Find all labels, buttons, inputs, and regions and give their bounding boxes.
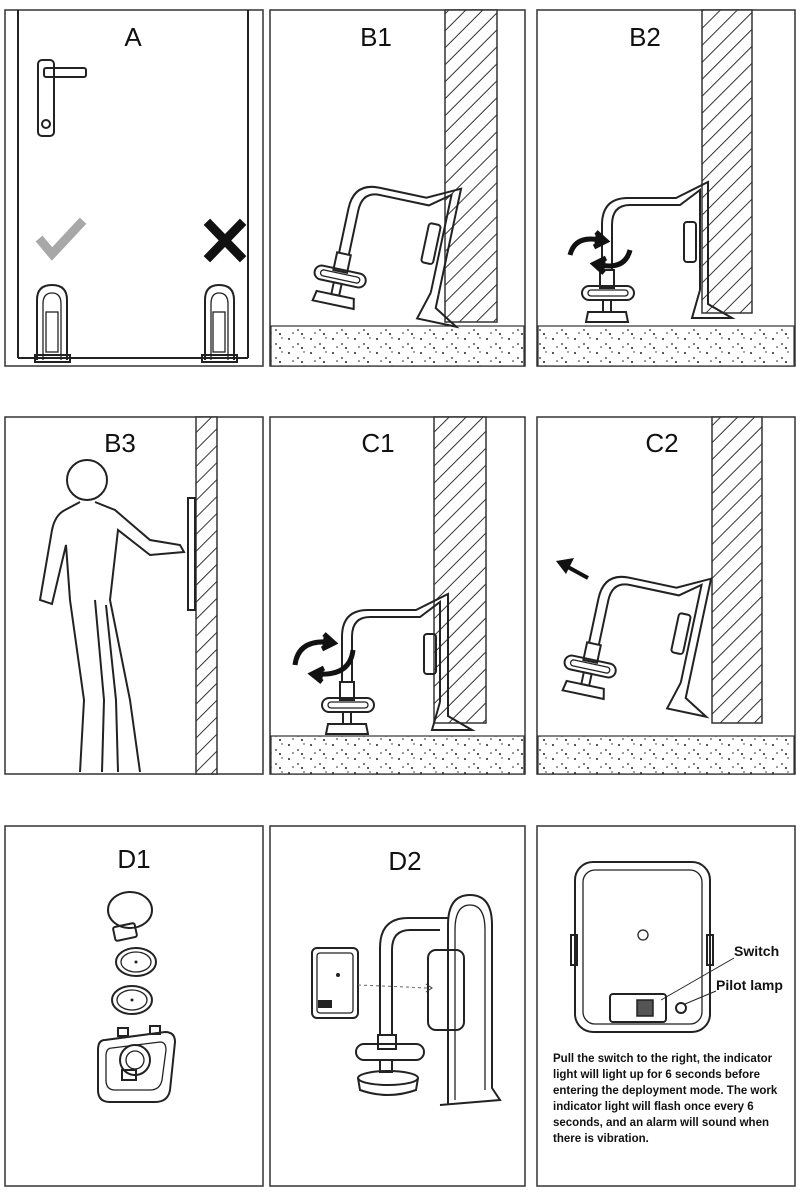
panel-label-b2: B2 (629, 22, 661, 52)
panel-device-info: Switch Pilot lamp (536, 825, 796, 1187)
rotate-arrows-icon (567, 230, 633, 275)
alarm-unit-open-icon (97, 1025, 177, 1103)
panel-c2: C2 (536, 416, 796, 775)
device-front-left (34, 283, 71, 363)
person-figure (38, 459, 186, 773)
left-arrow-icon (556, 558, 589, 580)
rotate-arrows-icon (292, 632, 356, 684)
pilot-lamp-label: Pilot lamp (716, 977, 783, 993)
alarm-unit-icon (311, 947, 433, 1019)
panel-b1: B1 (269, 9, 526, 367)
panel-d2: D2 (269, 825, 526, 1187)
panel-label-d2: D2 (388, 846, 421, 876)
panel-b3: B3 (4, 416, 264, 775)
check-icon (35, 217, 87, 261)
panel-label-c2: C2 (645, 428, 678, 458)
switch-label: Switch (734, 943, 779, 959)
panel-b2: B2 (536, 9, 796, 367)
switch-knob[interactable] (636, 999, 654, 1017)
panel-label-c1: C1 (361, 428, 394, 458)
panel-d1: D1 (4, 825, 264, 1187)
panel-label-a: A (124, 22, 142, 52)
device-front-right (201, 283, 238, 363)
coin-battery-icon (115, 947, 157, 977)
instructions-text: Pull the switch to the right, the indica… (553, 1053, 778, 1145)
panel-label-b1: B1 (360, 22, 392, 52)
panel-a: A (4, 9, 264, 367)
coin-battery-icon (111, 985, 153, 1015)
panel-label-b3: B3 (104, 428, 136, 458)
door-stopper-3d (355, 893, 502, 1106)
pilot-lamp-icon (675, 1002, 687, 1014)
switch-slot (609, 993, 667, 1023)
panel-label-d1: D1 (117, 844, 150, 874)
panel-c1: C1 (269, 416, 526, 775)
cross-icon (203, 218, 247, 263)
door-stopper-side (187, 497, 196, 611)
door-handle-icon (37, 59, 87, 137)
battery-cover-icon (107, 891, 153, 942)
alarm-unit-front (570, 861, 735, 1033)
